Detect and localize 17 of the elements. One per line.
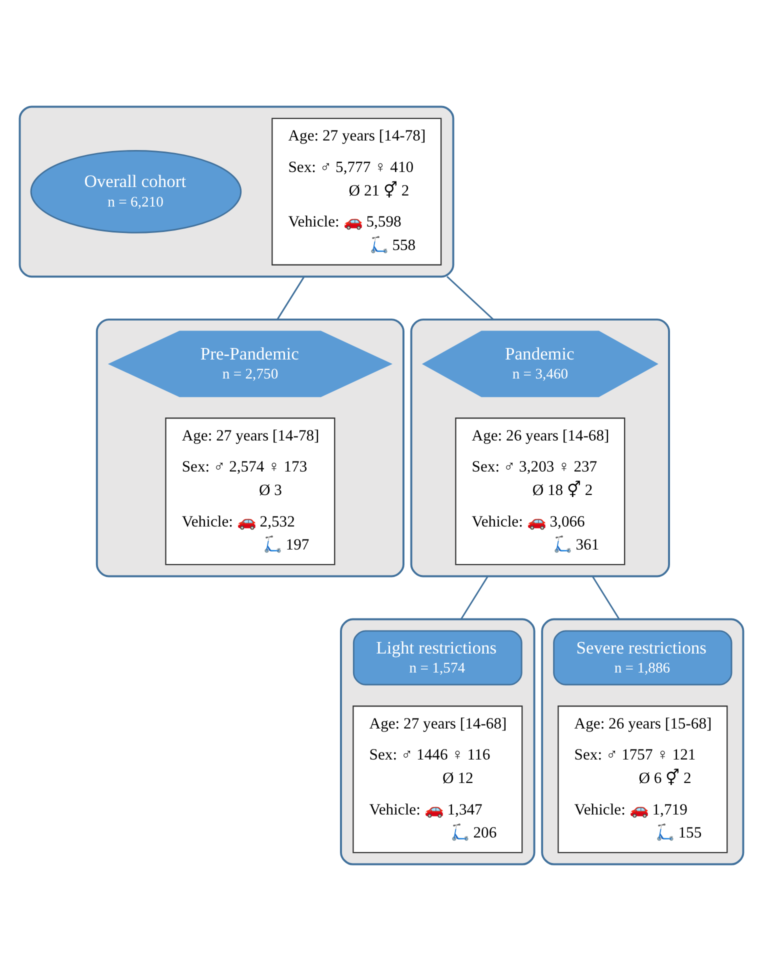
- node-box: Age: 27 years [14-78] Sex: ♂ 2,574 ♀ 173 Ø 3 Vehicle: 🚗 2,532 🛴 197: [165, 417, 336, 565]
- connector: [460, 575, 488, 620]
- cluster: [340, 618, 536, 865]
- node-box: Age: 27 years [14-68] Sex: ♂ 1446 ♀ 116 Ø 12 Vehicle: 🚗 1,347 🛴 206: [352, 705, 523, 853]
- connector: [276, 276, 305, 320]
- cluster: [541, 618, 744, 865]
- node-box: Age: 26 years [15-68] Sex: ♂ 1757 ♀ 121 Ø 6 ⚥ 2 Vehicle: 🚗 1,719 🛴 155: [558, 705, 728, 853]
- node-box: Severe restrictions n = 1,886: [553, 630, 732, 685]
- cluster: [410, 318, 670, 577]
- node-box: Light restrictions n = 1,574: [352, 630, 522, 685]
- node-box: Age: 27 years [14-78] Sex: ♂ 5,777 ♀ 410 Ø 21 ⚥ 2 Vehicle: 🚗 5,598 🛴 558: [272, 117, 442, 265]
- node-ellipse: Overall cohort n = 6,210: [30, 149, 242, 233]
- cluster: [18, 105, 454, 278]
- cluster: [96, 318, 404, 577]
- connector: [592, 575, 620, 620]
- node-box: Age: 26 years [14-68] Sex: ♂ 3,203 ♀ 237 Ø 18 ⚥ 2 Vehicle: 🚗 3,066 🛴 361: [455, 417, 626, 565]
- connector: [446, 276, 494, 320]
